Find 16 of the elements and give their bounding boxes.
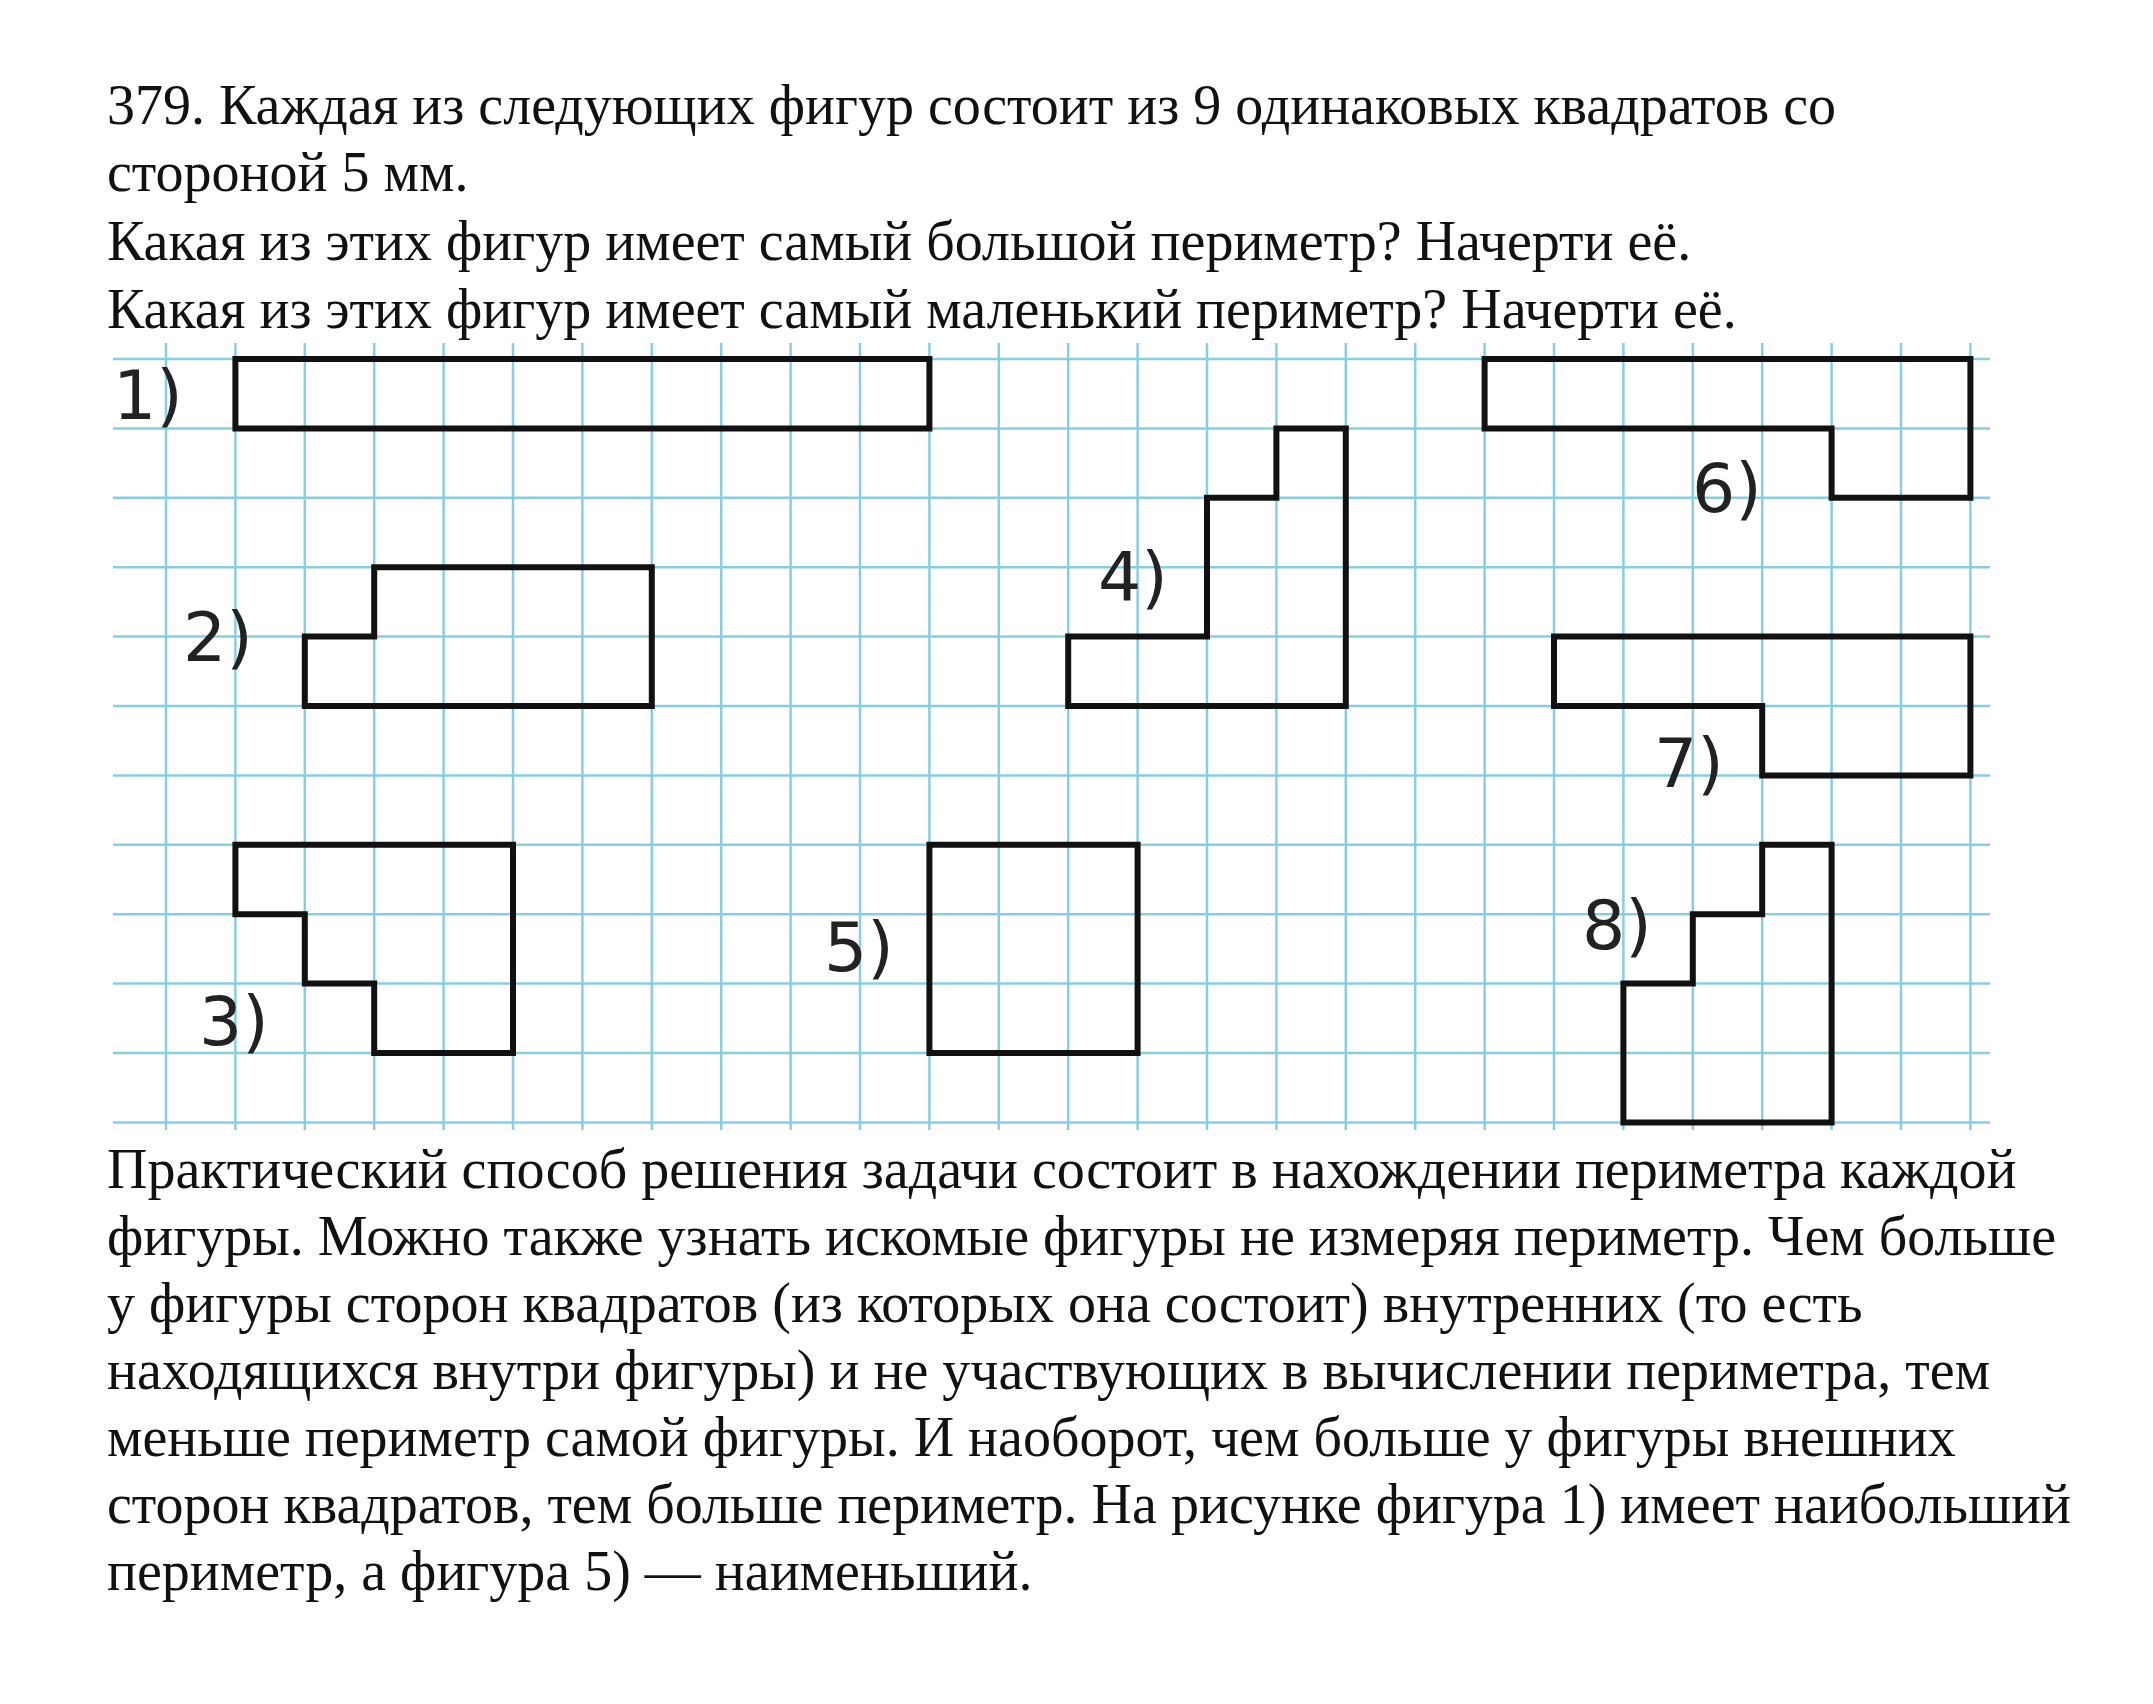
problem-statement: 379. Каждая из следующих фигур состоит из 9 одинаковых квадратов со стороной 5 мм. xyxy=(107,73,1838,205)
figure-outline xyxy=(1065,425,1349,709)
figure-number: 5) xyxy=(824,914,894,982)
figure-number: 8) xyxy=(1582,892,1652,960)
question-text: Какая из этих фигур имеет самый маленький периметр? Начерти её. xyxy=(107,277,1738,342)
question-text: Какая из этих фигур имеет самый большой периметр? Начерти её. xyxy=(107,209,1693,274)
figure-outline xyxy=(232,356,933,432)
figure-outline xyxy=(301,564,655,709)
figure-outline xyxy=(926,841,1141,1056)
figure-number: 2) xyxy=(183,604,253,672)
figure-number: 3) xyxy=(199,988,269,1056)
figure-number: 4) xyxy=(1098,544,1168,612)
figure-number: 7) xyxy=(1654,730,1724,798)
figure-number: 1) xyxy=(113,362,183,430)
figure-number: 6) xyxy=(1692,455,1762,523)
solution-paragraph: Практический способ решения задачи состоит в нахождении периметра каждой фигуры. Можно также узнать искомые фигуры не измеряя периметр. Чем больше у фигуры сторон квадратов (из которых она состоит) внутренних (то есть находящихся внутри фигуры) и не участвующих в вычислении периметра, тем меньше периметр самой фигуры. И наоборот, чем больше у фигуры внешних сторон квадратов, тем больше периметр. На рисунке фигура 1) имеет наибольший периметр, а фигура 5) — наименьший. xyxy=(107,1137,2073,1604)
